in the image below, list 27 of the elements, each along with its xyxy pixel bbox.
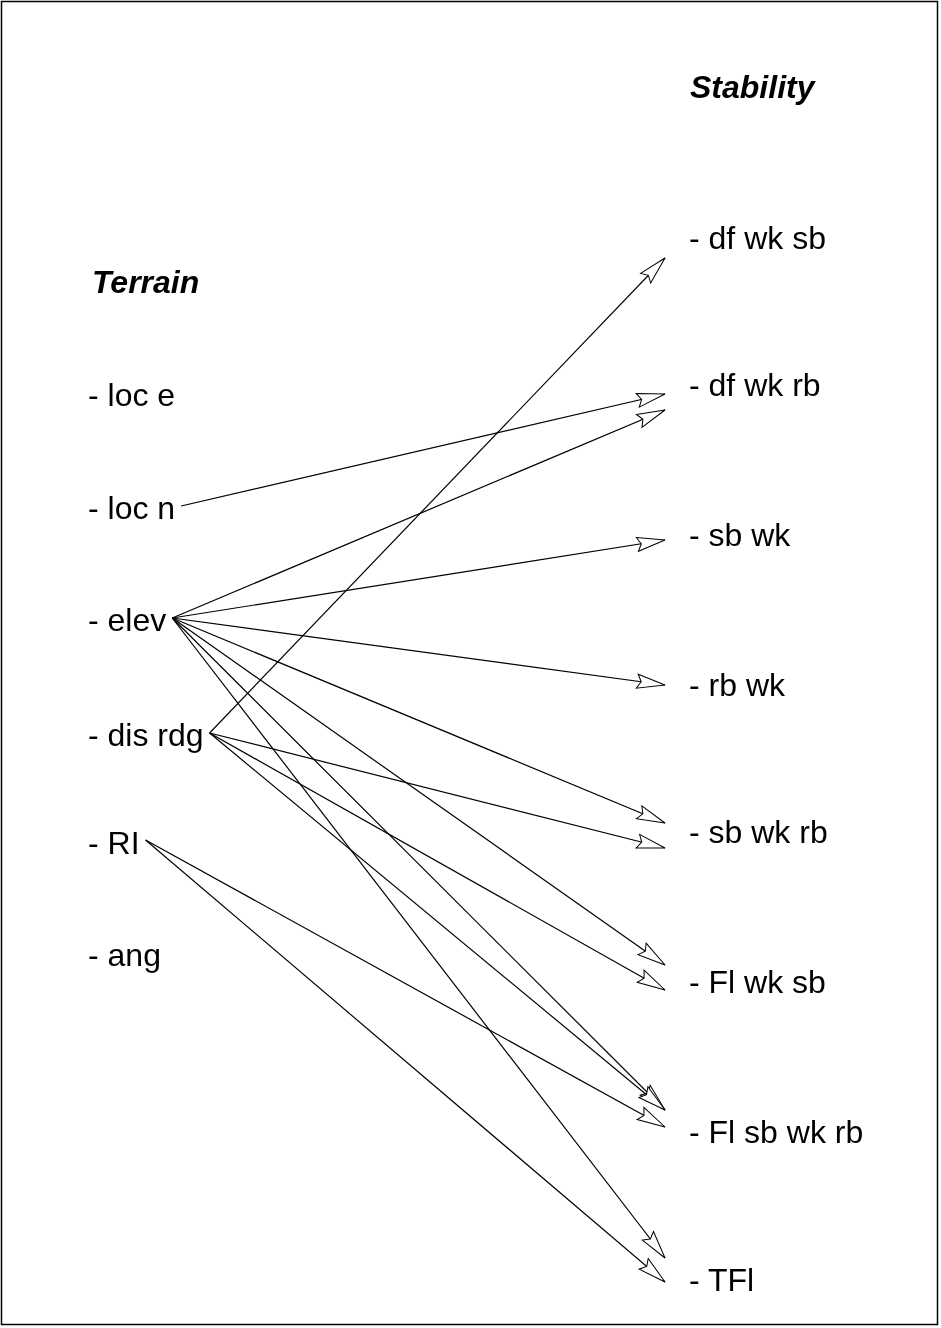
item-label: - loc e — [88, 375, 182, 415]
arrow — [180, 393, 666, 507]
item-label: - loc n — [88, 488, 182, 528]
item-label: - dis rdg — [88, 715, 210, 755]
arrow — [144, 839, 666, 1128]
arrow — [171, 536, 666, 619]
item-label: - rb wk — [665, 665, 785, 705]
arrow — [144, 839, 666, 1283]
item-label: - Fl sb wk rb — [665, 1112, 864, 1152]
item-label: - sb wk — [665, 515, 791, 555]
arrow — [209, 732, 666, 849]
column-heading: Terrain — [92, 263, 200, 302]
arrow — [171, 617, 666, 1259]
arrow — [209, 732, 666, 991]
item-label: - df wk rb — [665, 365, 821, 405]
item-label: - RI — [88, 823, 146, 863]
item-label: - df wk sb — [665, 218, 826, 258]
arrow — [171, 409, 666, 619]
arrow — [171, 617, 666, 824]
item-label: - ang — [88, 935, 167, 975]
item-label: - TFl — [665, 1260, 755, 1300]
item-label: - Fl wk sb — [665, 962, 826, 1002]
item-label: - elev — [88, 600, 173, 640]
column-heading: Stability — [690, 68, 815, 107]
arrow — [209, 732, 666, 1111]
arrow — [209, 257, 666, 734]
item-label: - sb wk rb — [665, 812, 828, 852]
